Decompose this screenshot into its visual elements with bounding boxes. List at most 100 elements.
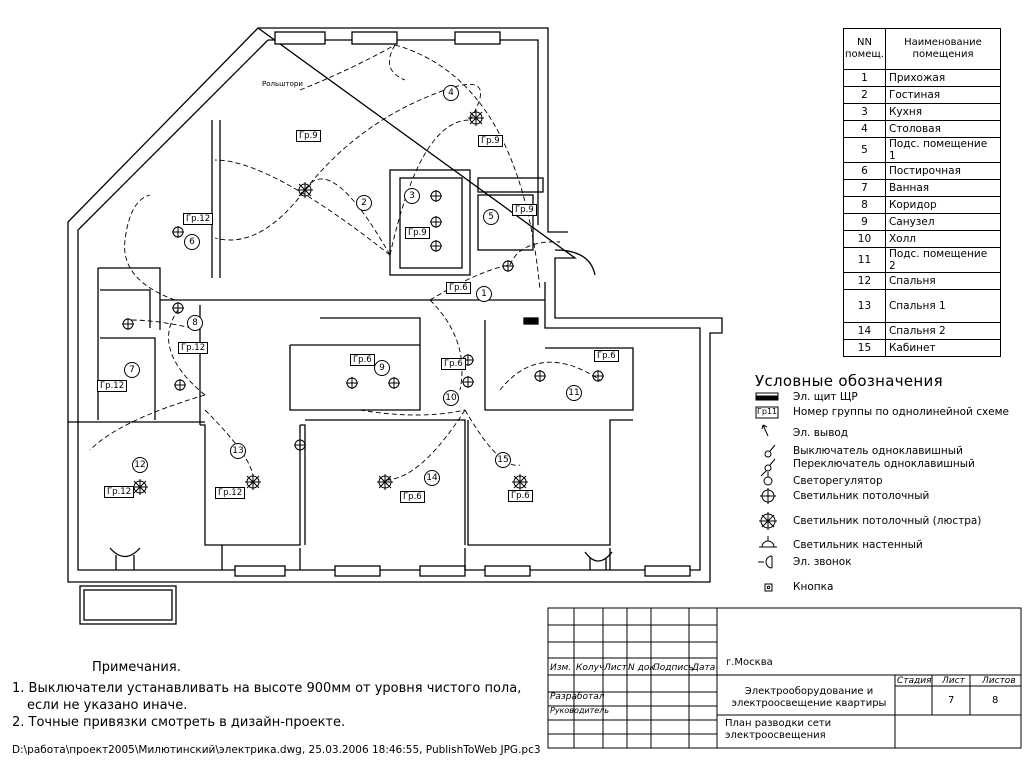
sheets-value: 8 xyxy=(992,695,999,706)
ceiling-light-icon xyxy=(430,216,442,228)
legend-title: Условные обозначения xyxy=(755,372,943,390)
room-number: 3 xyxy=(404,188,420,204)
chandelier-icon xyxy=(297,182,313,198)
room-number: 14 xyxy=(424,470,440,486)
group-tag: Гр.6 xyxy=(350,354,375,366)
tb-col: Дата xyxy=(692,663,716,673)
ceiling-light-icon xyxy=(122,318,134,330)
rooms-table-header-name: Наименование помещения xyxy=(884,28,1002,70)
ceiling-light-icon xyxy=(430,240,442,252)
inner-outline xyxy=(77,39,701,571)
legend-label: Эл. щит ЩР xyxy=(793,391,858,403)
room-number: 6 xyxy=(184,234,200,250)
ceiling-light-icon xyxy=(430,190,442,202)
ceiling-light-icon xyxy=(294,439,306,451)
group-tag: Гр.6 xyxy=(594,350,619,362)
chandelier-icon xyxy=(468,110,484,126)
room-number: 12 xyxy=(132,457,148,473)
legend-label: Светильник настенный xyxy=(793,539,923,551)
tb-col: Лист xyxy=(604,663,627,673)
project-title: Электрооборудование и электроосвещение к… xyxy=(731,686,887,709)
room-number: 1 xyxy=(476,286,492,302)
sheet-label: Лист xyxy=(942,676,965,686)
group-tag: Гр.6 xyxy=(400,491,425,503)
outer-wall xyxy=(67,27,723,583)
group-tag: Гр.12 xyxy=(183,213,214,225)
room-number: 11 xyxy=(566,385,582,401)
notes-title: Примечания. xyxy=(92,660,181,675)
stage-label: Стадия xyxy=(897,676,932,686)
room-number: 8 xyxy=(187,315,203,331)
room-number: 5 xyxy=(483,209,499,225)
legend-label: Светильник потолочный xyxy=(793,490,930,502)
ceiling-light-icon xyxy=(346,377,358,389)
note-line: 2. Точные привязки смотреть в дизайн-про… xyxy=(12,715,346,730)
group-tag: Гр.12 xyxy=(97,380,128,392)
tb-col: Изм. xyxy=(550,663,572,673)
group-tag: Гр.6 xyxy=(446,282,471,294)
city-label: г.Москва xyxy=(726,657,773,668)
rooms-table-header-num: NN помещ. xyxy=(843,28,886,70)
room-number: 10 xyxy=(443,390,459,406)
ceiling-light-icon xyxy=(174,379,186,391)
ceiling-light-icon xyxy=(172,302,184,314)
room-number: 13 xyxy=(230,443,246,459)
room-number: 7 xyxy=(124,362,140,378)
ceiling-light-icon xyxy=(534,370,546,382)
legend-label: Переключатель одноклавишный xyxy=(793,458,975,470)
legend-label: Кнопка xyxy=(793,581,834,593)
ceiling-light-icon xyxy=(462,376,474,388)
chandelier-icon xyxy=(132,479,148,495)
legend-label: Номер группы по однолинейной схеме xyxy=(793,406,1010,418)
ceiling-light-icon xyxy=(388,377,400,389)
group-tag: Гр.9 xyxy=(405,227,430,239)
ceiling-light-icon xyxy=(172,226,184,238)
legend-label: Эл. вывод xyxy=(793,427,849,439)
file-path: D:\работа\проект2005\Милютинский\электри… xyxy=(12,744,541,756)
group-tag: Гр.6 xyxy=(508,490,533,502)
tb-col: N док. xyxy=(628,663,658,673)
sheet-value: 7 xyxy=(948,695,955,706)
room-number: 15 xyxy=(495,452,511,468)
tb-role: Руководитель xyxy=(550,706,610,715)
room-number: 2 xyxy=(356,195,372,211)
group-tag: Гр.9 xyxy=(478,135,503,147)
rolshtor-label: Рольштори xyxy=(262,80,303,88)
group-tag: Гр.9 xyxy=(296,130,321,142)
ceiling-light-icon xyxy=(592,370,604,382)
group-tag: Гр.12 xyxy=(104,486,135,498)
sheets-label: Листов xyxy=(982,676,1016,686)
legend-label: Эл. звонок xyxy=(793,556,852,568)
tb-col: Подпись xyxy=(653,663,694,673)
room-number: 9 xyxy=(374,360,390,376)
ceiling-light-icon xyxy=(502,260,514,272)
note-line: если не указано иначе. xyxy=(27,698,188,713)
legend-label: Светильник потолочный (люстра) xyxy=(793,515,982,527)
group-tag: Гр.12 xyxy=(178,342,209,354)
group-tag: Гр.6 xyxy=(441,358,466,370)
group-tag: Гр.12 xyxy=(215,487,246,499)
chandelier-icon xyxy=(377,474,393,490)
tb-role: Разработал xyxy=(550,692,605,702)
legend-group-tag: Гр11 xyxy=(757,407,778,416)
chandelier-icon xyxy=(245,474,261,490)
group-tag: Гр.9 xyxy=(512,204,537,216)
tb-col: Колуч xyxy=(576,663,605,673)
